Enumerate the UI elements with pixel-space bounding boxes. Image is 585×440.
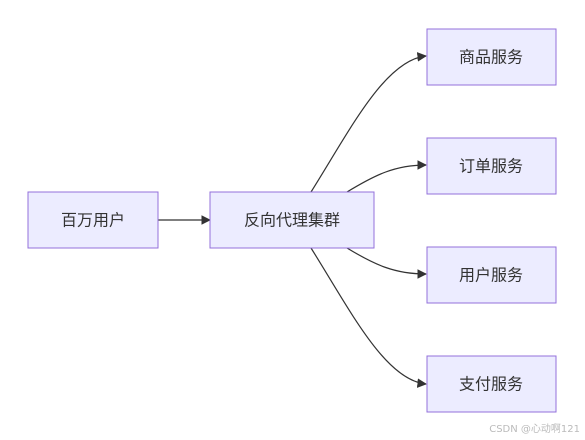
node-proxy-box (209, 191, 375, 249)
node-proxy: 反向代理集群 (209, 191, 375, 249)
watermark-text: CSDN @心动啊121 (489, 423, 580, 435)
node-payment-box (426, 355, 557, 413)
node-order-label: 订单服务 (459, 157, 523, 176)
node-product-label: 商品服务 (459, 48, 523, 67)
node-user-service-label: 用户服务 (459, 266, 523, 285)
node-payment: 支付服务 (426, 355, 557, 413)
node-users: 百万用户 (27, 191, 159, 249)
edge-proxy-to-payment (310, 247, 427, 388)
node-user-service: 用户服务 (426, 246, 557, 304)
edge-proxy-to-order (346, 160, 427, 193)
node-proxy-label: 反向代理集群 (244, 211, 340, 230)
node-user-service-box (426, 246, 557, 304)
node-payment-label: 支付服务 (459, 375, 523, 394)
node-product: 商品服务 (426, 28, 557, 86)
node-order-box (426, 137, 557, 195)
edge-proxy-to-user-service (346, 247, 427, 279)
node-users-box (27, 191, 159, 249)
edge-proxy-to-product (310, 52, 427, 193)
node-product-box (426, 28, 557, 86)
node-users-label: 百万用户 (61, 211, 125, 230)
node-order: 订单服务 (426, 137, 557, 195)
